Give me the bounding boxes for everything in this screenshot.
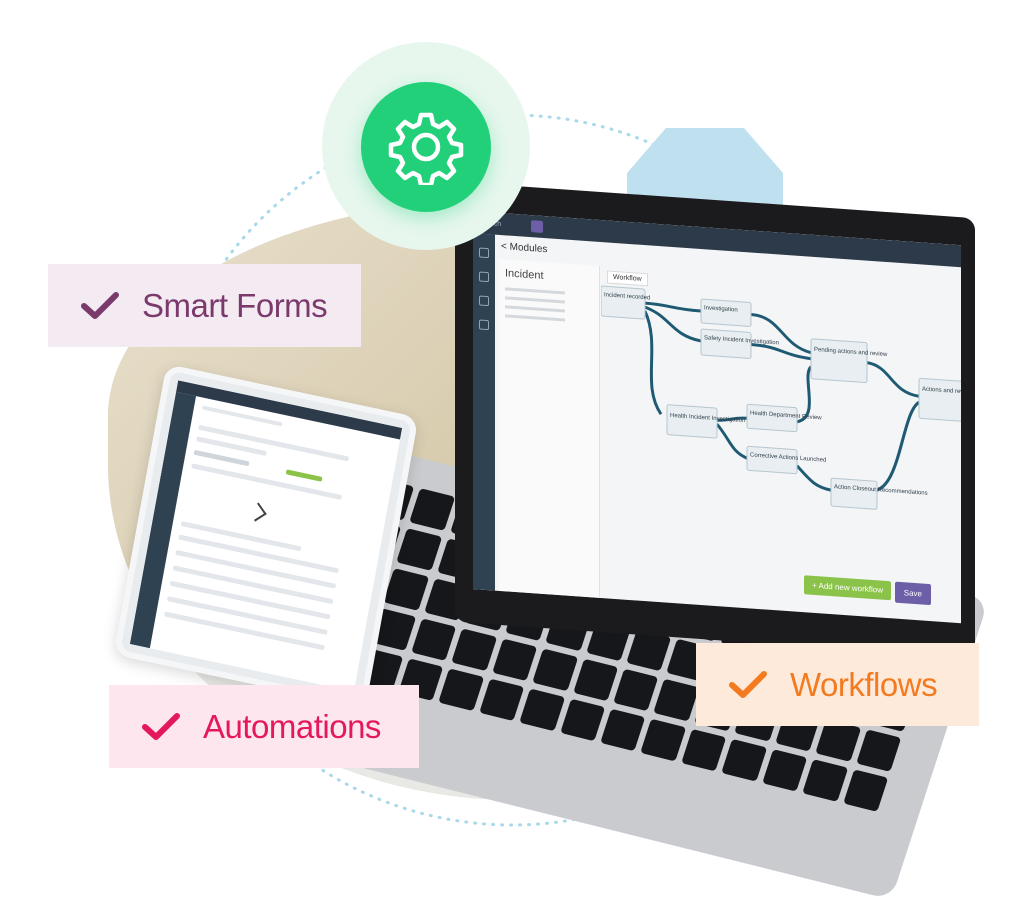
- wf-node-8: Corrective Actions Launched: [750, 452, 826, 463]
- nav-icon: [479, 247, 489, 259]
- nav-icon: [479, 319, 489, 331]
- save-button[interactable]: Save: [894, 581, 931, 606]
- workflow-canvas: Workflow: [601, 266, 961, 623]
- gear-badge: [361, 82, 491, 212]
- search-icon: [531, 220, 544, 233]
- feature-tag-smart-forms: Smart Forms: [48, 264, 361, 347]
- feature-tag-automations: Automations: [109, 685, 419, 768]
- check-icon: [729, 670, 767, 698]
- laptop-screen: Search < Modules Incident Workflow: [455, 181, 975, 659]
- add-workflow-button[interactable]: + Add new workflow: [804, 575, 891, 601]
- chevron-right-icon: [246, 502, 267, 522]
- workflow-diagram: Incident recorded Investigation Safety I…: [601, 285, 961, 510]
- wf-node-7: Health Department Review: [750, 410, 822, 421]
- wf-node-2: Investigation: [704, 305, 738, 313]
- wf-node-5: Actions and review completed: [922, 386, 961, 398]
- breadcrumb: < Modules: [501, 241, 548, 256]
- check-icon: [142, 712, 180, 740]
- wf-node-4: Pending actions and review: [814, 347, 888, 358]
- wf-node-3: Safety Incident Investigation: [704, 335, 779, 346]
- laptop-app: Search < Modules Incident Workflow: [473, 211, 961, 624]
- check-icon: [81, 291, 119, 319]
- wf-node-6: Health Incident Investigation: [670, 413, 745, 424]
- module-panel: Incident: [499, 258, 600, 598]
- nav-icon: [479, 295, 489, 307]
- app-sidebar: [473, 233, 495, 591]
- feature-label: Automations: [203, 707, 381, 745]
- app-topbar: Search: [473, 211, 961, 268]
- nav-icon: [479, 271, 489, 283]
- module-title: Incident: [505, 267, 544, 283]
- feature-tag-workflows: Workflows: [696, 643, 979, 726]
- tablet-device: [113, 363, 419, 709]
- feature-label: Workflows: [790, 665, 938, 703]
- gear-icon: [388, 112, 464, 185]
- feature-label: Smart Forms: [142, 286, 328, 324]
- tablet-app: [129, 380, 403, 692]
- wf-node-1: Incident recorded: [604, 292, 650, 301]
